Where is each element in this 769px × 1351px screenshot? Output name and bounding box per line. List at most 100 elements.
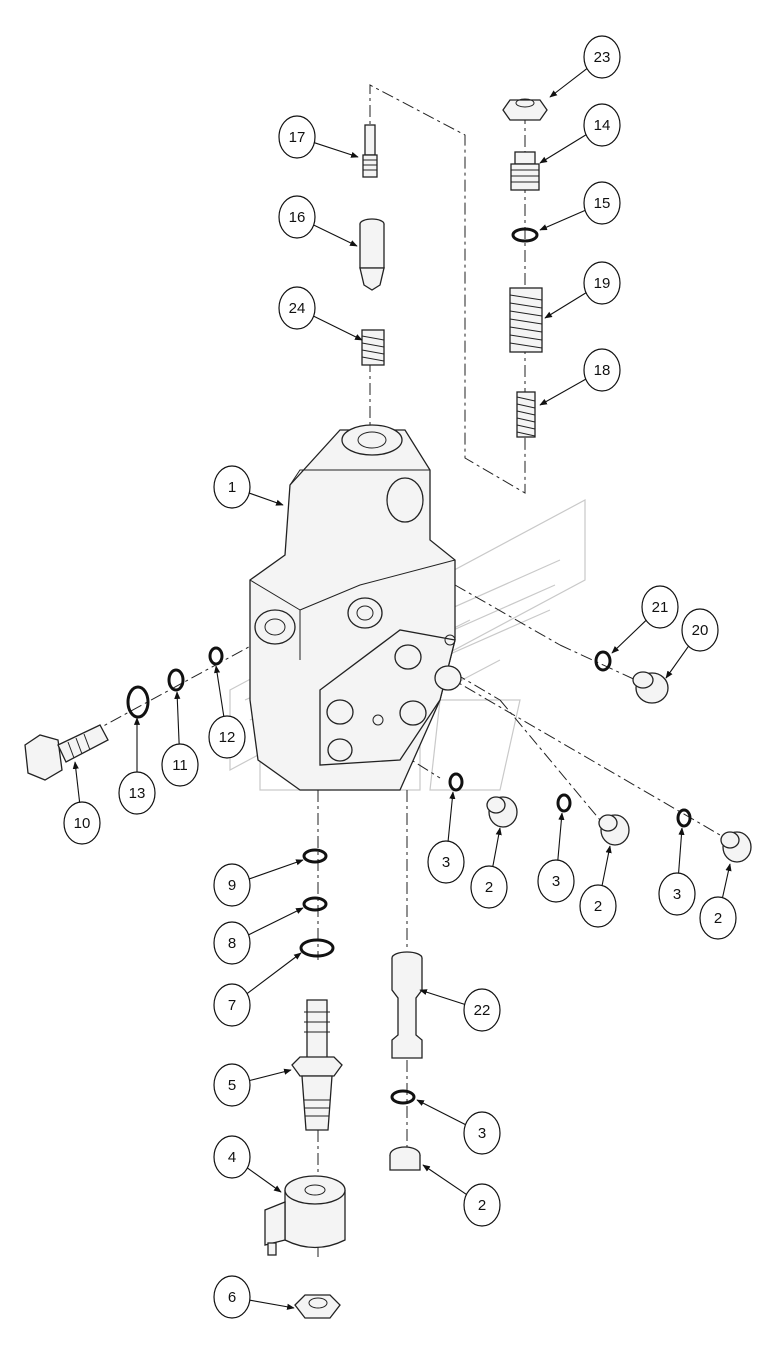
callout-label: 1 [228,479,236,496]
callout-bubble [278,195,316,239]
callout-leader-arrow [247,1167,282,1193]
callout-7: 7 [213,952,302,1027]
callout-9: 9 [213,859,304,907]
spring-part-18 [516,391,536,438]
callout-leader-arrow [721,863,732,898]
callout-6: 6 [213,1275,295,1319]
callout-leader-arrow [249,492,284,506]
callout-bubble [463,1183,501,1227]
callout-18: 18 [539,348,621,406]
callout-label: 20 [692,622,709,639]
spring-part-19 [509,287,543,353]
callout-bubble [208,715,246,759]
callout-leader-arrow [447,791,456,842]
callout-bubble [213,1275,251,1319]
nut-part-6 [294,1294,341,1319]
callout-label: 18 [594,362,611,379]
o-ring-part-15 [511,227,539,243]
fitting-part-14 [510,151,540,191]
callout-leader-arrow [314,142,359,158]
callout-label: 3 [478,1125,486,1142]
callout-leader-arrow [313,224,358,247]
callout-label: 17 [289,129,306,146]
cartridge-part-5 [291,999,343,1131]
plug-part-2-a [486,796,518,828]
callout-label: 7 [228,997,236,1014]
callout-leader-arrow [248,907,304,936]
callout-23: 23 [549,35,621,98]
callout-label: 9 [228,877,236,894]
callout-bubble [118,771,156,815]
callout-bubble [470,865,508,909]
callout-bubble [658,872,696,916]
callout-2: 2 [470,827,508,909]
callout-1: 1 [213,465,284,509]
callout-bubble [583,103,621,147]
callout-label: 22 [474,1002,491,1019]
o-ring-part-3-a [448,772,464,792]
callout-leader-arrow [557,812,565,861]
o-ring-part-7 [299,938,335,958]
callout-bubble [278,286,316,330]
callout-bubble [583,35,621,79]
callout-bubble [63,801,101,845]
valve-body [249,424,462,791]
plug-part-2-d [389,1146,421,1171]
callout-2: 2 [699,863,737,940]
callout-leader-arrow [249,1299,295,1310]
callout-bubble [583,348,621,392]
callout-label: 10 [74,815,91,832]
callout-14: 14 [539,103,621,164]
callout-24: 24 [278,286,363,341]
callout-leader-arrow [422,1164,467,1195]
o-ring-part-11 [167,668,185,692]
callout-22: 22 [419,988,501,1032]
callout-2: 2 [579,845,617,928]
callout-bubble [463,988,501,1032]
callout-bubble [537,859,575,903]
coil-part-4 [264,1175,346,1256]
callout-19: 19 [544,261,621,319]
callout-bubble [463,1111,501,1155]
plug-part-2-c [720,831,752,863]
o-ring-part-21 [594,650,612,672]
callout-bubble [641,585,679,629]
callout-label: 11 [172,757,188,774]
callout-bubble [583,181,621,225]
callout-10: 10 [63,761,101,845]
callout-label: 21 [652,599,669,616]
callout-label: 14 [594,117,611,134]
callout-label: 2 [478,1197,486,1214]
callout-label: 5 [228,1077,236,1094]
callout-bubble [161,743,199,787]
nut-part-23 [502,98,548,121]
callout-leader-arrow [174,691,181,745]
callout-3: 3 [537,812,575,903]
callout-leader-arrow [539,134,587,164]
callout-label: 19 [594,275,611,292]
callout-label: 23 [594,49,611,66]
callout-leader-arrow [665,645,689,679]
callout-leader-arrow [544,292,587,319]
callout-bubble [278,115,316,159]
o-ring-part-12 [208,646,224,666]
callout-label: 2 [485,879,493,896]
callout-leader-arrow [678,827,685,874]
callout-leader-arrow [539,209,586,231]
callout-label: 6 [228,1289,236,1306]
callout-bubble [213,863,251,907]
callout-2: 2 [422,1164,501,1227]
callout-leader-arrow [249,859,304,880]
callout-13: 13 [118,717,156,815]
plug-part-20 [632,671,669,704]
callout-label: 2 [714,910,722,927]
callout-label: 12 [219,729,236,746]
callout-bubble [213,921,251,965]
pin-part-17 [362,124,378,178]
callout-leader-arrow [72,761,81,803]
callout-leader-arrow [549,68,588,98]
callout-label: 3 [673,886,681,903]
callout-bubble [681,608,719,652]
